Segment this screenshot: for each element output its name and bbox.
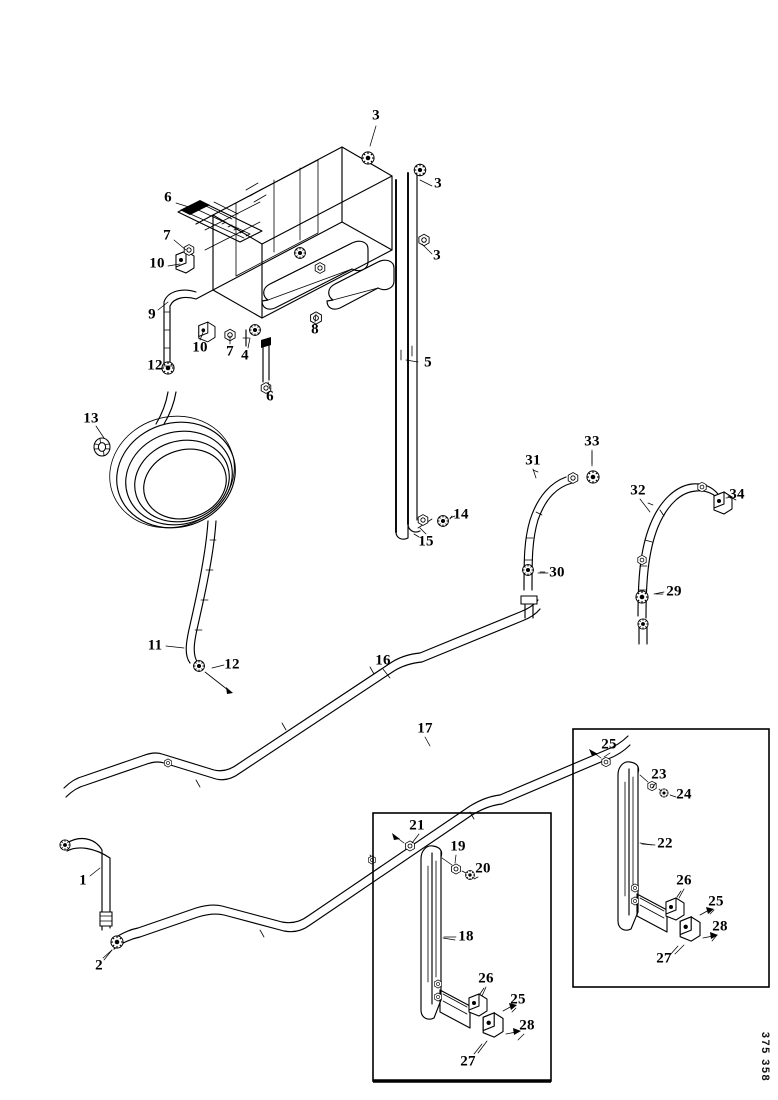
callout-32: 32 xyxy=(630,482,646,499)
callout-4: 4 xyxy=(241,347,249,364)
callout-28: 28 xyxy=(712,918,728,935)
callout-leaders xyxy=(89,125,737,1055)
callout-28: 28 xyxy=(519,1017,535,1034)
right-hose-31 xyxy=(520,451,601,619)
inset-lower-center xyxy=(372,812,552,1083)
callout-7: 7 xyxy=(226,343,234,360)
callout-27: 27 xyxy=(656,950,672,967)
callout-16: 16 xyxy=(375,652,391,669)
callout-24: 24 xyxy=(676,786,692,803)
callout-3: 3 xyxy=(372,107,380,124)
callout-13: 13 xyxy=(83,410,99,427)
coiled-hose-assembly xyxy=(93,391,236,694)
callout-8: 8 xyxy=(311,321,319,338)
callout-18: 18 xyxy=(458,928,474,945)
callout-14: 14 xyxy=(453,506,469,523)
sheet-code-text: 375 358 xyxy=(759,1031,771,1083)
callout-17: 17 xyxy=(417,720,433,737)
callout-20: 20 xyxy=(475,860,491,877)
callout-3: 3 xyxy=(434,175,442,192)
callout-25: 25 xyxy=(601,736,617,753)
callout-1: 1 xyxy=(79,872,87,889)
callout-26: 26 xyxy=(478,970,494,987)
callout-21: 21 xyxy=(409,817,425,834)
callout-23: 23 xyxy=(651,766,667,783)
right-hose-32 xyxy=(634,481,733,645)
callout-25: 25 xyxy=(510,991,526,1008)
callout-6: 6 xyxy=(266,388,274,405)
upper-frame-assembly xyxy=(160,146,430,540)
callout-34: 34 xyxy=(729,486,745,503)
callout-15: 15 xyxy=(418,533,434,550)
callout-33: 33 xyxy=(584,433,600,450)
callout-19: 19 xyxy=(450,838,466,855)
inset-lower-right xyxy=(572,728,770,988)
callout-11: 11 xyxy=(147,637,163,654)
callout-12: 12 xyxy=(224,656,240,673)
callout-12: 12 xyxy=(147,357,163,374)
sheet-code: 375 358 xyxy=(754,1022,776,1092)
callout-30: 30 xyxy=(549,564,565,581)
callout-10: 10 xyxy=(192,339,208,356)
callout-10: 10 xyxy=(149,255,165,272)
callout-22: 22 xyxy=(657,835,673,852)
callout-3: 3 xyxy=(433,247,441,264)
callout-29: 29 xyxy=(666,583,682,600)
callout-6: 6 xyxy=(164,189,172,206)
callout-5: 5 xyxy=(424,354,432,371)
callout-9: 9 xyxy=(148,306,156,323)
rail-lower-fittings xyxy=(407,514,456,538)
left-end-pipe xyxy=(59,837,125,961)
callout-2: 2 xyxy=(95,957,103,974)
callout-26: 26 xyxy=(676,872,692,889)
callout-31: 31 xyxy=(525,452,541,469)
callout-25: 25 xyxy=(708,893,724,910)
callout-27: 27 xyxy=(460,1053,476,1070)
callout-7: 7 xyxy=(163,227,171,244)
